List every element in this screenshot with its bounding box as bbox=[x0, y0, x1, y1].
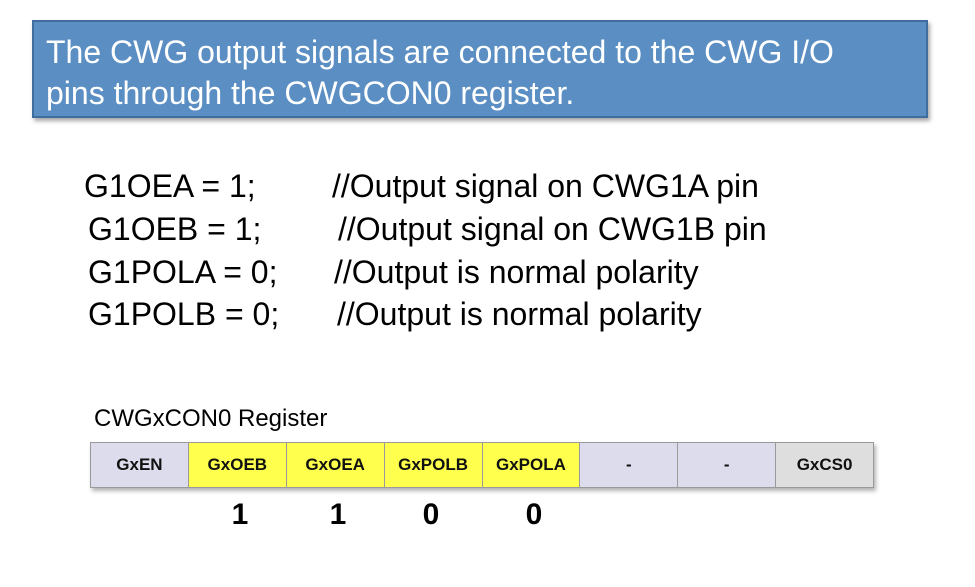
register-bit-6: GxOEB bbox=[188, 443, 287, 487]
bit-value-goeb: 1 bbox=[231, 498, 249, 531]
code-comment: //Output is normal polarity bbox=[334, 254, 699, 290]
code-comment: //Output is normal polarity bbox=[337, 296, 702, 332]
code-comment: //Output signal on CWG1B pin bbox=[338, 211, 767, 247]
register-bit-5: GxOEA bbox=[286, 443, 385, 487]
code-statement: G1POLA = 0; bbox=[88, 254, 278, 290]
bit-value-gpola: 0 bbox=[525, 498, 543, 531]
register-diagram: GxEN GxOEB GxOEA GxPOLB GxPOLA - - GxCS0 bbox=[90, 442, 874, 488]
banner-line-1: The CWG output signals are connected to … bbox=[46, 34, 834, 70]
code-comment: //Output signal on CWG1A pin bbox=[332, 168, 759, 204]
register-title: CWGxCON0 Register bbox=[94, 405, 328, 432]
register-bit-7: GxEN bbox=[91, 443, 189, 487]
code-statement: G1OEA = 1; bbox=[84, 168, 256, 204]
register-bit-1: - bbox=[678, 443, 777, 487]
register-bit-2: - bbox=[580, 443, 679, 487]
register-bit-3: GxPOLA bbox=[482, 443, 581, 487]
bit-value-gpolb: 0 bbox=[422, 498, 440, 531]
code-statement: G1POLB = 0; bbox=[88, 296, 280, 332]
title-banner: The CWG output signals are connected to … bbox=[32, 20, 928, 118]
code-statement: G1OEB = 1; bbox=[88, 211, 262, 247]
register-bit-4: GxPOLB bbox=[384, 443, 483, 487]
bit-value-goea: 1 bbox=[329, 498, 347, 531]
banner-line-2: pins through the CWGCON0 register. bbox=[46, 75, 575, 111]
register-bit-0: GxCS0 bbox=[776, 443, 873, 487]
